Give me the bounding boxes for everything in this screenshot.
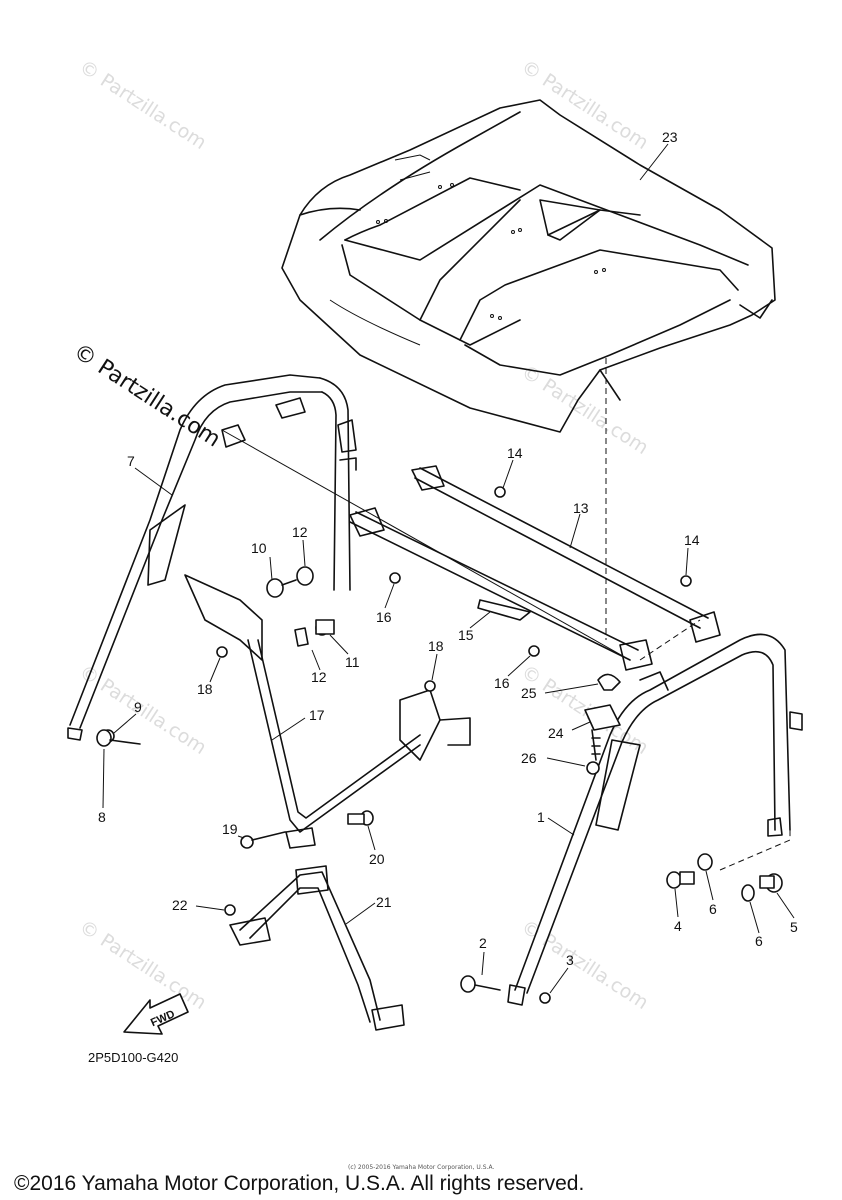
watermark: © Partzilla.com bbox=[75, 661, 210, 759]
callout-14b: 14 bbox=[684, 532, 700, 548]
callout-20: 20 bbox=[369, 851, 385, 867]
callout-5: 5 bbox=[790, 919, 798, 935]
watermark: © Partzilla.com bbox=[75, 916, 210, 1014]
callout-25: 25 bbox=[521, 685, 537, 701]
callout-19: 19 bbox=[222, 821, 238, 837]
fwd-arrow: FWD bbox=[123, 993, 189, 1035]
watermark: © Partzilla.com bbox=[517, 56, 652, 154]
callout-2: 2 bbox=[479, 935, 487, 951]
callout-15: 15 bbox=[458, 627, 474, 643]
callout-23: 23 bbox=[662, 129, 678, 145]
callout-16a: 16 bbox=[376, 609, 392, 625]
callout-12b: 12 bbox=[311, 669, 327, 685]
callout-12a: 12 bbox=[292, 524, 308, 540]
callout-18b: 18 bbox=[428, 638, 444, 654]
callout-16b: 16 bbox=[494, 675, 510, 691]
callout-18a: 18 bbox=[197, 681, 213, 697]
callout-6b: 6 bbox=[755, 933, 763, 949]
callout-10: 10 bbox=[251, 540, 267, 556]
callout-1: 1 bbox=[537, 809, 545, 825]
callout-22: 22 bbox=[172, 897, 188, 913]
copyright-notice: ©2016 Yamaha Motor Corporation, U.S.A. A… bbox=[14, 1172, 584, 1195]
callouts: 1 2 3 4 5 6 6 7 8 9 10 11 12 12 13 14 14… bbox=[98, 129, 798, 968]
callout-17: 17 bbox=[309, 707, 325, 723]
callout-24: 24 bbox=[548, 725, 564, 741]
part-left-roll-bar bbox=[67, 374, 631, 741]
watermark: © Partzilla.com bbox=[517, 361, 652, 459]
part-cross-bar-front bbox=[349, 507, 653, 671]
small-copyright: (c) 2005-2016 Yamaha Motor Corporation, … bbox=[348, 1164, 494, 1171]
callout-4: 4 bbox=[674, 918, 682, 934]
callout-6a: 6 bbox=[709, 901, 717, 917]
fasteners bbox=[96, 486, 791, 1004]
part-cross-bar-rear bbox=[411, 465, 721, 643]
leader-lines bbox=[102, 143, 795, 994]
callout-14a: 14 bbox=[507, 445, 523, 461]
callout-7: 7 bbox=[127, 453, 135, 469]
part-roof bbox=[281, 99, 776, 433]
watermark-dark: © Partzilla.com bbox=[69, 339, 225, 452]
diagram-code: 2P5D100-G420 bbox=[88, 1050, 178, 1065]
callout-21: 21 bbox=[376, 894, 392, 910]
callout-8: 8 bbox=[98, 809, 106, 825]
callout-3: 3 bbox=[566, 952, 574, 968]
callout-11: 11 bbox=[345, 654, 360, 670]
watermark: © Partzilla.com bbox=[75, 56, 210, 154]
callout-13: 13 bbox=[573, 500, 589, 516]
callout-26: 26 bbox=[521, 750, 537, 766]
part-support bbox=[229, 865, 405, 1031]
part-brace bbox=[184, 574, 471, 849]
callout-9: 9 bbox=[134, 699, 142, 715]
